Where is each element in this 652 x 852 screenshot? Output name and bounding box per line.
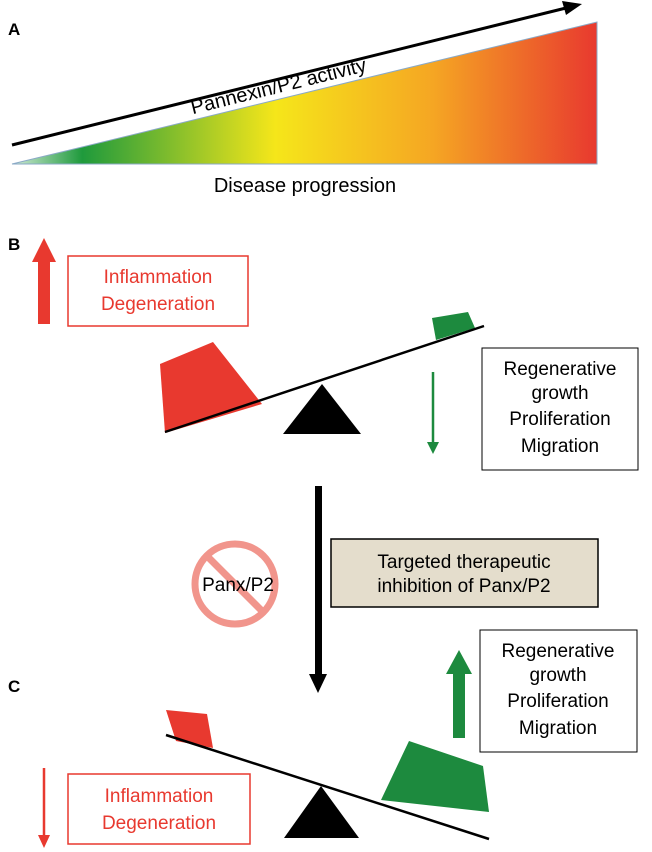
growth-label-c: growth bbox=[529, 665, 586, 686]
disease-progression-wedge bbox=[11, 21, 598, 165]
migration-label-b: Migration bbox=[521, 436, 599, 457]
panel-label-b: B bbox=[8, 235, 20, 254]
panel-label-c: C bbox=[8, 677, 20, 696]
weight-red-heavy bbox=[160, 342, 262, 433]
panel-label-a: A bbox=[8, 20, 20, 39]
fulcrum-c bbox=[284, 786, 359, 838]
inflammation-label-b: Inflammation bbox=[104, 267, 213, 288]
treatment-arrow bbox=[309, 486, 327, 693]
no-sign-icon bbox=[191, 540, 279, 628]
regenerative-box-c bbox=[479, 629, 638, 753]
therapy-label-line1: Targeted therapeutic bbox=[377, 552, 550, 573]
disease-progression-label: Disease progression bbox=[214, 175, 396, 197]
therapy-label-line2: inhibition of Panx/P2 bbox=[377, 576, 550, 597]
down-arrow-red-thin bbox=[38, 768, 50, 848]
regenerative-label-c: Regenerative bbox=[501, 641, 614, 662]
regenerative-label-b: Regenerative bbox=[503, 359, 616, 380]
seesaw-beam-b bbox=[164, 324, 485, 434]
up-arrow-green-thick bbox=[446, 650, 472, 738]
seesaw-beam-c bbox=[165, 733, 490, 841]
degeneration-label-c: Degeneration bbox=[102, 813, 216, 834]
down-arrow-green-thin bbox=[427, 372, 439, 454]
fulcrum-b bbox=[283, 384, 361, 434]
up-arrow-red bbox=[32, 238, 56, 324]
inflammation-box-c bbox=[67, 773, 251, 845]
therapy-box bbox=[330, 538, 599, 608]
growth-label-b: growth bbox=[531, 383, 588, 404]
regenerative-box-b bbox=[481, 347, 639, 471]
seesaw-b bbox=[160, 312, 485, 434]
proliferation-label-b: Proliferation bbox=[509, 409, 610, 430]
no-sign-label: Panx/P2 bbox=[202, 575, 274, 596]
migration-label-c: Migration bbox=[519, 718, 597, 739]
proliferation-label-c: Proliferation bbox=[507, 691, 608, 712]
degeneration-label-b: Degeneration bbox=[101, 294, 215, 315]
inflammation-label-c: Inflammation bbox=[105, 786, 214, 807]
activity-arrow bbox=[11, 1, 582, 147]
seesaw-c bbox=[165, 710, 490, 841]
weight-green-heavy bbox=[381, 741, 489, 812]
weight-green-light bbox=[432, 312, 475, 340]
inflammation-box-b bbox=[67, 255, 249, 327]
